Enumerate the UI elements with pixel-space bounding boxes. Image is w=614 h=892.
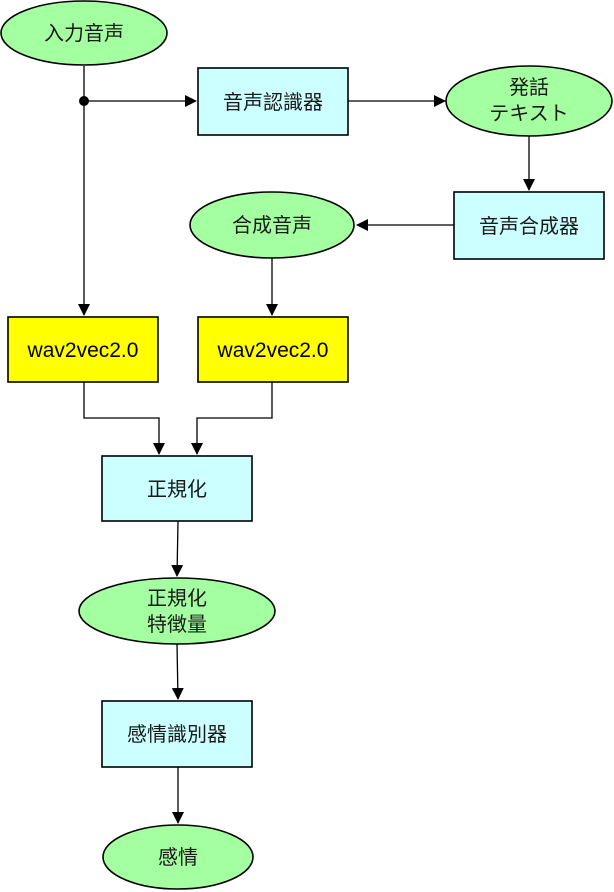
junction-dot: [79, 96, 89, 106]
synthesized-audio-ellipse: [189, 191, 355, 259]
node-speech-synthesizer: 音声合成器: [453, 191, 605, 260]
edge-wav2vec-input-to-normalization: [83, 382, 165, 455]
normalization-label: 正規化: [147, 477, 207, 501]
input-audio-ellipse: [0, 0, 168, 66]
normalized-features-ellipse: [78, 577, 276, 645]
edge-features-to-classifier: [171, 643, 184, 700]
normalization-box: [101, 455, 253, 522]
normalized-features-label-line2: 特徴量: [147, 612, 207, 636]
emotion-label: 感情: [158, 845, 198, 869]
wav2vec-input-label: wav2vec2.0: [27, 339, 139, 362]
synthesized-audio-label: 合成音声: [232, 213, 312, 237]
node-emotion: 感情: [102, 824, 254, 890]
emotion-classifier-box: [101, 700, 253, 768]
speech-recognizer-box: [197, 67, 349, 136]
utterance-text-label-line2: テキスト: [489, 101, 568, 125]
node-utterance-text: 発話 テキスト: [445, 65, 613, 137]
node-speech-recognizer: 音声認識器: [197, 67, 349, 136]
edge-wav2vec-synth-to-normalization: [191, 382, 273, 455]
edges: [78, 66, 535, 824]
speech-synthesizer-box: [453, 191, 605, 260]
emotion-ellipse: [102, 824, 254, 890]
node-normalized-features: 正規化 特徴量: [78, 577, 276, 645]
node-wav2vec-input: wav2vec2.0: [7, 316, 159, 383]
emotion-classifier-label: 感情識別器: [127, 722, 227, 746]
node-wav2vec-synth: wav2vec2.0: [197, 316, 349, 383]
wav2vec-input-box: [7, 316, 159, 383]
node-normalization: 正規化: [101, 455, 253, 522]
wav2vec-synth-box: [197, 316, 349, 383]
input-audio-label: 入力音声: [44, 21, 124, 45]
speech-synthesizer-label: 音声合成器: [479, 214, 579, 238]
normalized-features-label-line1: 正規化: [147, 586, 207, 610]
node-input-audio: 入力音声: [0, 0, 168, 66]
edge-normalization-to-features: [171, 520, 184, 577]
speech-recognizer-label: 音声認識器: [223, 90, 323, 114]
utterance-text-label-line1: 発話: [509, 75, 549, 99]
wav2vec-synth-label: wav2vec2.0: [217, 339, 329, 362]
utterance-text-ellipse: [445, 65, 613, 137]
node-synthesized-audio: 合成音声: [189, 191, 355, 259]
node-emotion-classifier: 感情識別器: [101, 700, 253, 768]
